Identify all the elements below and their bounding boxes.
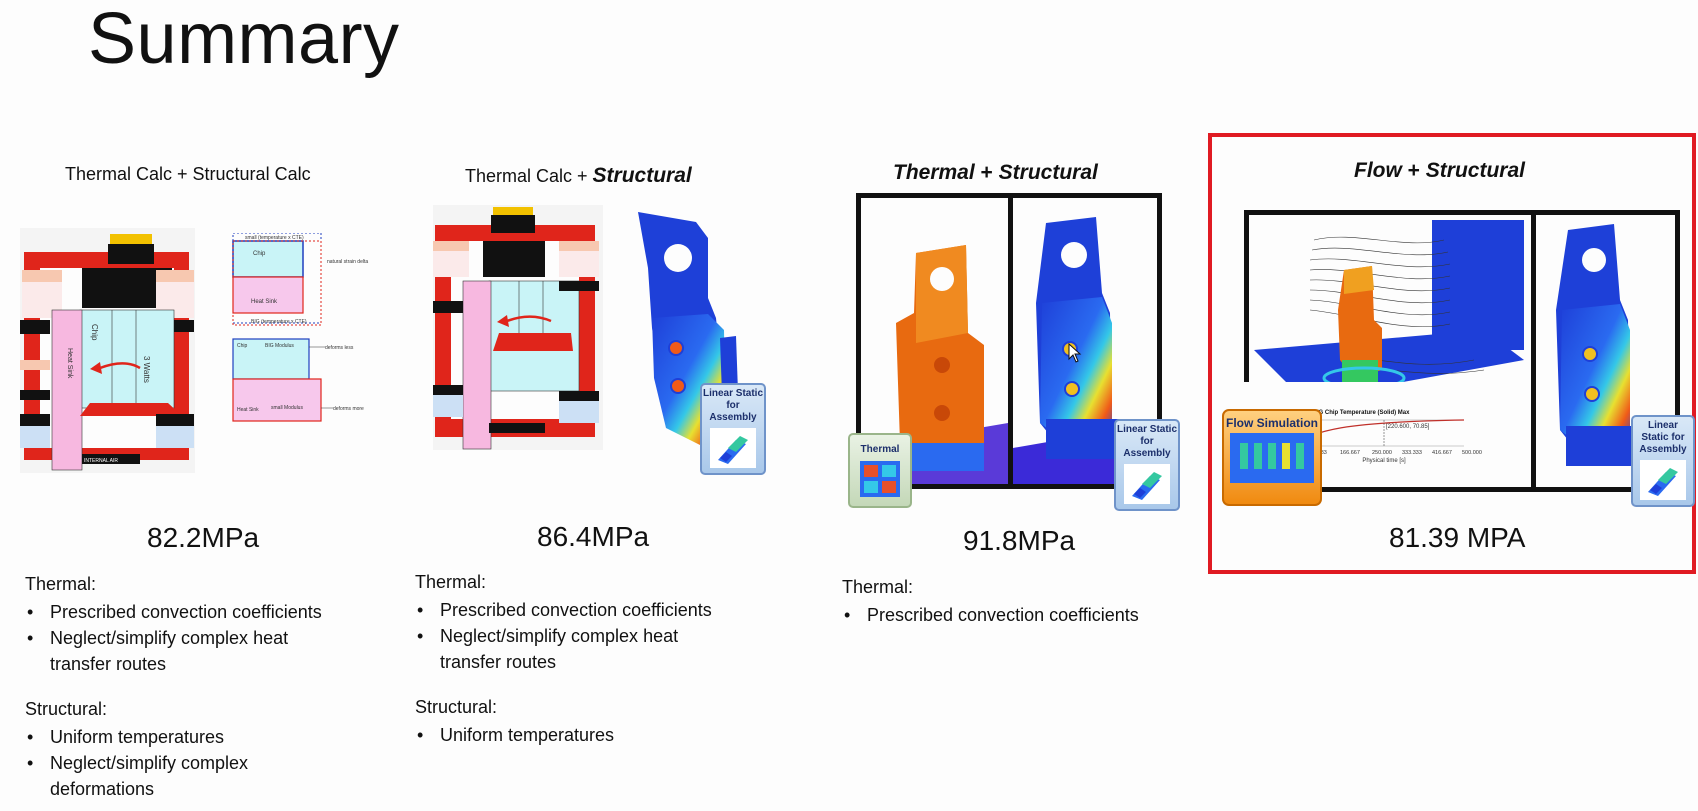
thermal-calc-diagram: Heat Sink Chip 3 Watts INTERNAL AIR — [20, 228, 195, 473]
heat-sink-label: Heat Sink — [66, 348, 73, 379]
column-2-header: Thermal Calc + Structural — [465, 164, 692, 188]
column-3-notes: Thermal: Prescribed convection coefficie… — [842, 577, 1202, 628]
big-modulus-label: BIG Modulus — [265, 343, 294, 349]
column-3-header-plus: + — [974, 161, 999, 184]
column-2-header-plain: Thermal Calc + — [465, 166, 593, 186]
thermal-icon — [860, 461, 900, 497]
chart-point-label: [220.600, 70.85] — [1386, 424, 1430, 430]
column-1-header: Thermal Calc + Structural Calc — [65, 164, 311, 185]
thermal-label: Thermal: — [842, 577, 914, 597]
list-item: Uniform temperatures — [25, 724, 375, 750]
list-item: Neglect/simplify complex heat transfer r… — [415, 623, 720, 675]
slide-title: Summary — [88, 0, 400, 79]
heat-sink-label-3: Heat Sink — [237, 407, 259, 413]
internal-air-label: INTERNAL AIR — [84, 458, 118, 464]
column-1-notes: Thermal: Prescribed convection coefficie… — [25, 574, 375, 802]
recommended-highlight-box — [1208, 133, 1696, 574]
tick-label: 416.667 — [1432, 450, 1452, 456]
list-item: Prescribed convection coefficients — [25, 599, 375, 625]
thermal-badge: Thermal — [848, 433, 912, 508]
linear-static-badge: Linear Static for Assembly — [1114, 419, 1180, 511]
flow-simulation-icon — [1230, 433, 1314, 483]
natural-strain-label: natural strain delta — [327, 259, 368, 265]
linear-static-label: Linear Static for Assembly — [1639, 420, 1687, 455]
chip-label-3: Chip — [237, 343, 248, 349]
structural-label: Structural: — [415, 697, 498, 717]
column-4-result: 81.39 MPA — [1389, 522, 1526, 553]
deforms-less-label: deforms less — [325, 345, 354, 351]
column-2-notes: Thermal: Prescribed convection coefficie… — [415, 572, 775, 748]
column-3-result: 91.8MPa — [963, 525, 1076, 556]
linear-static-label: Linear Static for Assembly — [1116, 424, 1178, 459]
column-1-result: 82.2MPa — [147, 522, 260, 553]
linear-static-icon — [1124, 464, 1170, 504]
small-modulus-label: small Modulus — [271, 405, 303, 411]
thermal-label: Thermal: — [25, 574, 97, 594]
tick-label: 333.333 — [1402, 450, 1422, 456]
column-1-header-text: Thermal Calc + Structural Calc — [65, 164, 311, 184]
small-temp-cte-label: small (temperature x CTE) — [245, 235, 304, 241]
thermal-label: Thermal: — [415, 572, 487, 592]
flow-simulation-label: Flow Simulation — [1226, 416, 1318, 430]
thermal-calc-diagram-2 — [433, 205, 603, 450]
big-temp-cte-label: BIG (temperature x CTE) — [251, 319, 307, 325]
column-4-header-bold-1: Flow — [1354, 159, 1402, 182]
column-4-header-bold-2: Structural — [1425, 159, 1525, 182]
column-4-header: Flow + Structural — [1354, 159, 1525, 183]
column-3-header: Thermal + Structural — [893, 161, 1098, 185]
tick-label: 500.000 — [1462, 450, 1482, 456]
column-4-header-plus: + — [1401, 159, 1426, 182]
list-item: Neglect/simplify complex deformations — [25, 750, 290, 802]
mouse-cursor-icon — [1068, 343, 1082, 363]
linear-static-badge: Linear Static for Assembly — [1631, 415, 1695, 507]
linear-static-icon — [710, 428, 756, 468]
linear-static-icon — [1640, 460, 1686, 500]
thermal-badge-label: Thermal — [860, 444, 900, 455]
modulus-diagram: Chip Heat Sink small (temperature x CTE)… — [232, 233, 368, 422]
list-item: Neglect/simplify complex heat transfer r… — [25, 625, 330, 677]
list-item: Uniform temperatures — [415, 722, 775, 748]
list-item: Prescribed convection coefficients — [415, 597, 775, 623]
tick-label: 250.000 — [1372, 450, 1392, 456]
column-2-header-bold: Structural — [592, 164, 692, 187]
chart-xlabel: Physical time [s] — [1362, 458, 1406, 464]
structural-label: Structural: — [25, 699, 108, 719]
heat-sink-block — [51, 309, 83, 471]
deforms-more-label: deforms more — [333, 406, 364, 412]
linear-static-label: Linear Static for Assembly — [702, 388, 764, 423]
column-3-header-bold-2: Structural — [998, 161, 1098, 184]
three-watts-label: 3 Watts — [142, 356, 151, 383]
heat-sink-label-2: Heat Sink — [251, 299, 278, 305]
column-2-result: 86.4MPa — [537, 521, 650, 552]
linear-static-badge: Linear Static for Assembly — [700, 383, 766, 475]
column-3-header-bold-1: Thermal — [893, 161, 975, 184]
list-item: Prescribed convection coefficients — [842, 602, 1202, 628]
chart-title: VG Chip Temperature (Solid) Max — [1315, 410, 1411, 416]
flow-simulation-badge: Flow Simulation — [1222, 409, 1322, 506]
tick-label: 166.667 — [1340, 450, 1360, 456]
chip-label-2: Chip — [253, 251, 266, 257]
chip-label: Chip — [90, 324, 99, 341]
